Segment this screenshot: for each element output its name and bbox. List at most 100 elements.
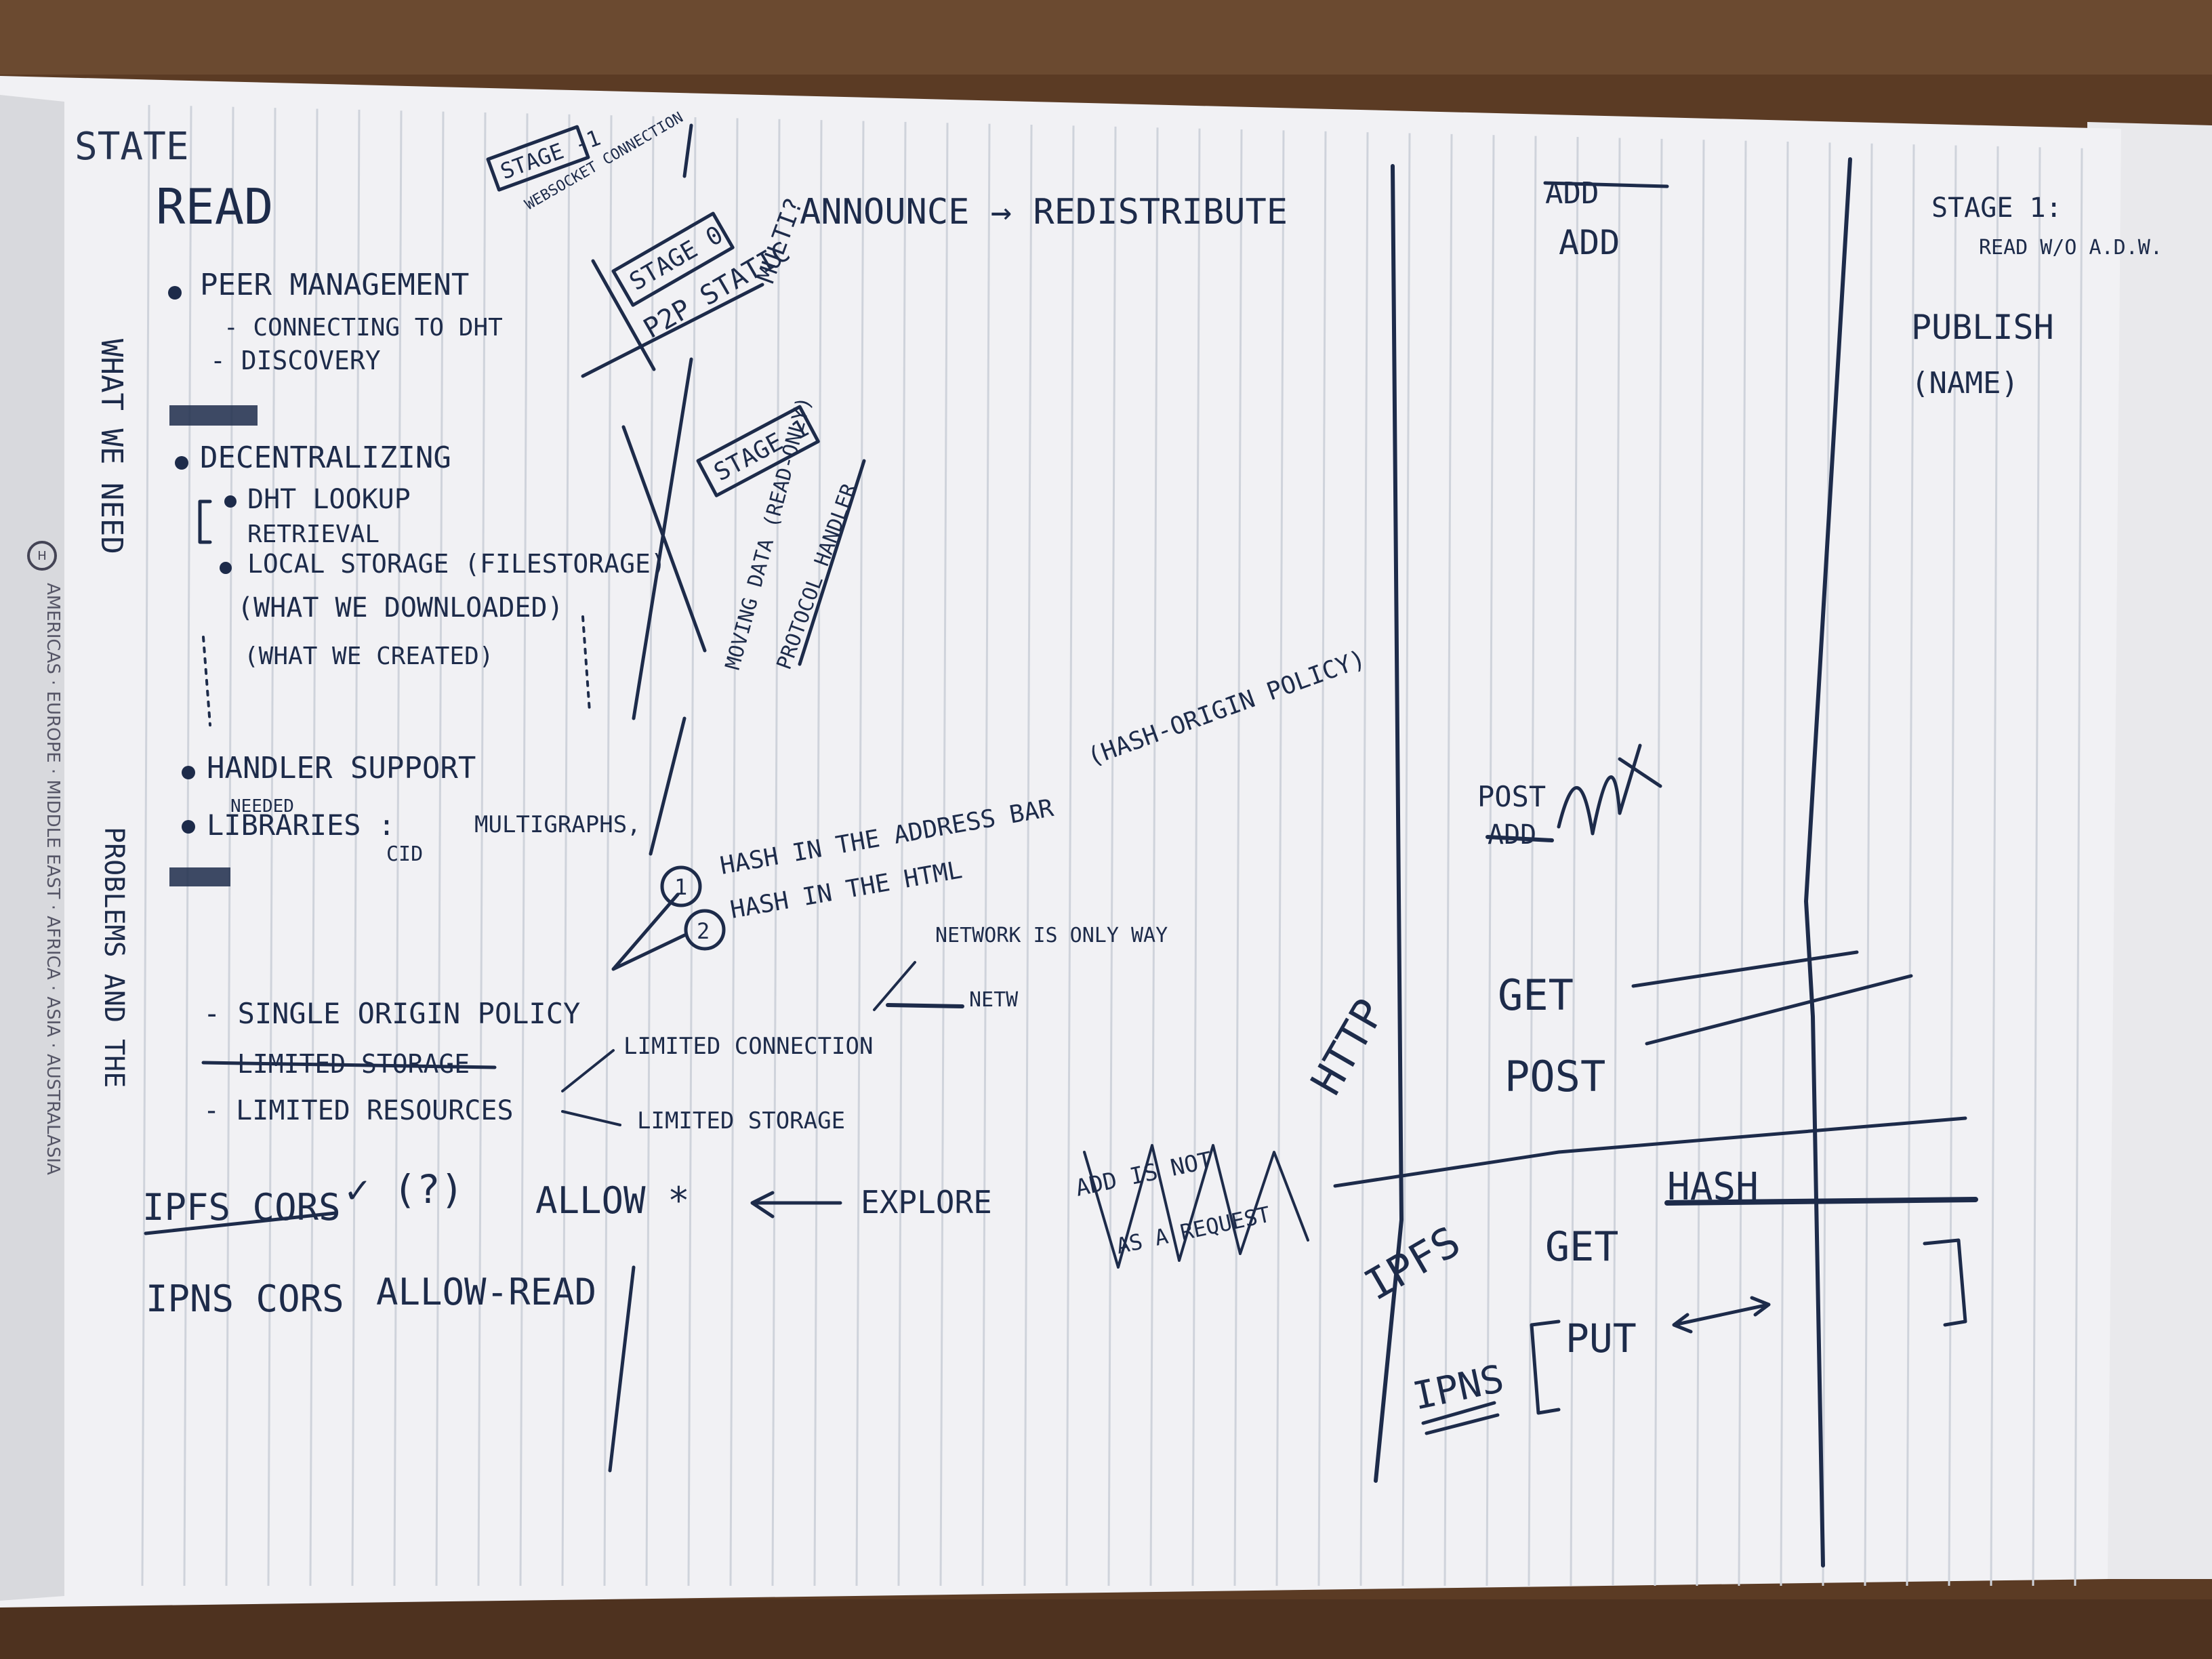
note-netw-struck: NETW bbox=[969, 988, 1019, 1012]
note-local-storage: LOCAL STORAGE (FILESTORAGE) bbox=[247, 549, 666, 579]
note-add-header: ADD bbox=[1545, 176, 1599, 211]
rule-line bbox=[1486, 135, 1495, 1586]
rule-line bbox=[519, 113, 529, 1586]
note-network-only: NETWORK IS ONLY WAY bbox=[935, 924, 1168, 947]
note-read-wo: READ W/O A.D.W. bbox=[1979, 236, 2163, 260]
scribble-block bbox=[169, 405, 258, 426]
double-arrow bbox=[1672, 1296, 1771, 1334]
rule-line bbox=[309, 108, 319, 1586]
rule-line bbox=[2032, 147, 2041, 1586]
note-put: PUT bbox=[1565, 1315, 1637, 1361]
ink-line bbox=[608, 1265, 636, 1473]
rule-line bbox=[477, 112, 487, 1586]
rule-line bbox=[1149, 127, 1159, 1586]
stage-1-bracket bbox=[621, 357, 707, 856]
rule-line bbox=[855, 121, 865, 1586]
bullet-dot bbox=[224, 495, 237, 508]
pointer-lines bbox=[611, 893, 687, 971]
section-divider bbox=[1333, 1116, 1967, 1188]
note-announce: ANNOUNCE → REDISTRIBUTE bbox=[800, 192, 1288, 232]
rule-line bbox=[1023, 125, 1033, 1586]
bullet-dot bbox=[168, 286, 182, 300]
rule-line bbox=[1906, 144, 1915, 1586]
arrow-left bbox=[750, 1191, 842, 1218]
rule-line bbox=[225, 106, 234, 1586]
note-name: (NAME) bbox=[1911, 366, 2019, 401]
rule-line bbox=[729, 118, 739, 1586]
scribble-block bbox=[169, 867, 230, 886]
rule-line bbox=[561, 114, 571, 1586]
note-decentralizing: DECENTRALIZING bbox=[200, 441, 451, 475]
note-side-right: PROBLEMS AND THE bbox=[98, 827, 129, 1088]
note-needed: NEEDED bbox=[230, 796, 294, 817]
note-explore: EXPLORE bbox=[861, 1184, 992, 1221]
rule-line bbox=[183, 106, 192, 1586]
note-add-struck: ADD bbox=[1488, 819, 1536, 851]
rule-line bbox=[897, 121, 907, 1586]
note-handler-support: HANDLER SUPPORT bbox=[207, 751, 476, 785]
rule-line bbox=[141, 104, 150, 1586]
branch-line bbox=[561, 1110, 621, 1126]
strike-line bbox=[1486, 835, 1554, 842]
note-num-1: 1 bbox=[674, 874, 687, 900]
note-side-left: WHAT WE NEED bbox=[94, 339, 129, 554]
rule-line bbox=[1401, 133, 1411, 1586]
bullet-dot bbox=[182, 820, 195, 834]
note-limited-connection: LIMITED CONNECTION bbox=[623, 1033, 873, 1060]
rule-line bbox=[1990, 146, 1999, 1586]
bracket-mark bbox=[1923, 1238, 1967, 1327]
bullet-dot bbox=[220, 562, 232, 574]
number-circle bbox=[684, 909, 726, 951]
strike-line bbox=[201, 1061, 497, 1069]
rule-line bbox=[939, 123, 949, 1586]
desk-bottom bbox=[0, 1599, 2212, 1659]
pad-logo bbox=[27, 541, 57, 571]
note-allow-read: ALLOW-READ bbox=[376, 1271, 596, 1313]
note-connecting: - CONNECTING TO DHT bbox=[224, 314, 503, 342]
rule-line bbox=[1654, 138, 1663, 1586]
rule-line bbox=[1275, 130, 1285, 1586]
ruled-lines bbox=[141, 104, 2083, 1586]
note-what-created: (WHAT WE CREATED) bbox=[244, 642, 493, 670]
note-peer-management: PEER MANAGEMENT bbox=[200, 268, 469, 302]
back-sheet bbox=[2087, 122, 2212, 1579]
column-divider bbox=[1804, 157, 1852, 1568]
stage1-column: STAGE 1: READ W/O A.D.W. PUBLISH (NAME) bbox=[1911, 192, 2163, 401]
pad-margin-strip bbox=[0, 95, 64, 1601]
rule-line bbox=[1822, 142, 1831, 1586]
rule-line bbox=[687, 117, 697, 1586]
pad-brand-text: AMERICAS · EUROPE · MIDDLE EAST · AFRICA… bbox=[43, 583, 63, 1175]
stage-0-bracket bbox=[581, 259, 764, 378]
note-post2: POST bbox=[1504, 1052, 1605, 1101]
branch-line bbox=[561, 1049, 615, 1092]
underline bbox=[144, 1211, 337, 1235]
rule-line bbox=[1065, 125, 1075, 1586]
rule-line bbox=[2074, 148, 2083, 1586]
rule-line bbox=[1696, 140, 1705, 1586]
note-num-2: 2 bbox=[697, 918, 710, 944]
arrow-lines bbox=[1631, 950, 1913, 1046]
strike-line bbox=[1543, 181, 1669, 188]
note-what-downloaded: (WHAT WE DOWNLOADED) bbox=[237, 592, 564, 623]
number-circle bbox=[660, 865, 702, 907]
rule-line bbox=[351, 109, 361, 1586]
note-check-q: ✓ (?) bbox=[346, 1166, 464, 1212]
note-limited-resources: - LIMITED RESOURCES bbox=[203, 1095, 514, 1126]
note-cid: CID bbox=[386, 842, 423, 866]
note-stage1-right: STAGE 1: bbox=[1931, 192, 2062, 224]
note-single-origin: - SINGLE ORIGIN POLICY bbox=[203, 997, 580, 1030]
dotted-mark bbox=[202, 636, 211, 726]
bullet-dot bbox=[182, 766, 195, 779]
pad-logo-glyph: H bbox=[37, 549, 47, 563]
rule-line bbox=[1612, 138, 1621, 1586]
note-post: POST bbox=[1477, 780, 1546, 813]
note-discovery: - DISCOVERY bbox=[210, 346, 381, 375]
note-retrieval: RETRIEVAL bbox=[247, 520, 380, 548]
rule-line bbox=[813, 120, 823, 1586]
note-add: ADD bbox=[1559, 223, 1620, 262]
rule-line bbox=[1443, 134, 1453, 1586]
rule-line bbox=[267, 108, 276, 1586]
rule-line bbox=[1780, 141, 1789, 1586]
column-divider bbox=[1374, 164, 1404, 1483]
